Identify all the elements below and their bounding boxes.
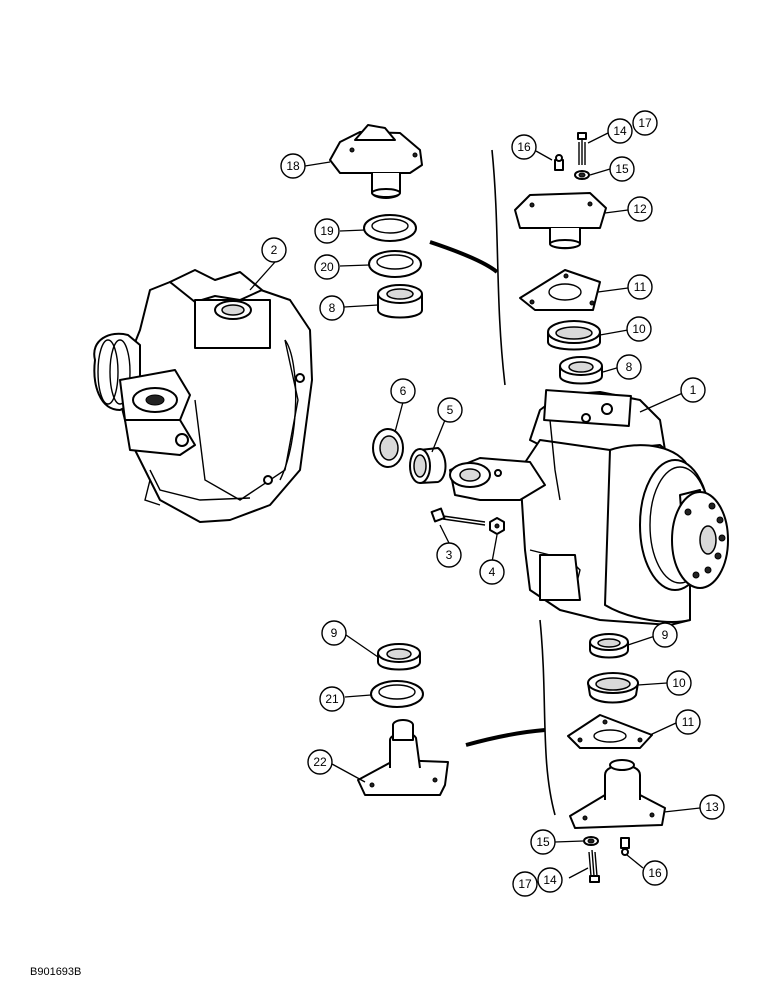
leader-lines: [249, 132, 701, 879]
nut-part-4: [489, 517, 505, 535]
svg-text:22: 22: [313, 755, 327, 769]
svg-text:2: 2: [271, 243, 278, 257]
callout-17-lower: 17: [512, 871, 538, 897]
callout-11-upper: 11: [627, 274, 653, 300]
svg-text:1: 1: [690, 383, 697, 397]
callout-16-upper: 16: [511, 134, 537, 160]
seal-part-10-upper: [547, 320, 601, 351]
callout-9-right: 9: [652, 622, 678, 648]
washer-part-15-lower: [583, 836, 599, 846]
callout-8-right: 8: [616, 354, 642, 380]
shim-part-20: [368, 250, 422, 278]
bolt-part-14-lower: [588, 849, 600, 883]
gasket-part-11-lower: [567, 714, 653, 749]
callout-3: 3: [436, 542, 462, 568]
spindle-knuckle-part: [449, 389, 729, 626]
svg-text:8: 8: [329, 301, 336, 315]
callout-11-lower: 11: [675, 709, 701, 735]
divider-line-lower: [539, 619, 556, 816]
pivot-cap-part-22: [357, 719, 449, 796]
pivot-cap-part-12: [514, 192, 607, 250]
callout-4: 4: [479, 559, 505, 585]
svg-text:3: 3: [446, 548, 453, 562]
callout-21: 21: [319, 686, 345, 712]
washer-part-15-upper: [574, 170, 590, 180]
bushing-part-5: [409, 447, 447, 484]
pivot-cap-part-13: [569, 759, 666, 829]
diagram-reference-code: B901693B: [30, 966, 81, 978]
callout-15-upper: 15: [609, 156, 635, 182]
bolt-part-14-upper: [577, 132, 587, 165]
svg-text:12: 12: [633, 202, 647, 216]
callout-16-lower: 16: [642, 860, 668, 886]
svg-text:16: 16: [648, 866, 662, 880]
svg-text:4: 4: [489, 565, 496, 579]
shim-part-21: [370, 680, 424, 708]
callout-9-left: 9: [321, 620, 347, 646]
callout-13: 13: [699, 794, 725, 820]
bearing-cone-part-9-right: [589, 633, 629, 659]
callout-20: 20: [314, 254, 340, 280]
bearing-cone-part-9-left: [377, 643, 421, 671]
svg-text:10: 10: [632, 322, 646, 336]
svg-text:14: 14: [613, 124, 627, 138]
svg-text:21: 21: [325, 692, 339, 706]
bearing-cone-part-8-upper-left: [377, 284, 423, 319]
callout-14-lower: 14: [537, 867, 563, 893]
svg-text:10: 10: [672, 676, 686, 690]
svg-text:11: 11: [634, 280, 647, 294]
pivot-cap-part-18: [329, 124, 423, 199]
callout-22: 22: [307, 749, 333, 775]
callout-10-lower: 10: [666, 670, 692, 696]
svg-text:15: 15: [536, 835, 550, 849]
callout-14-upper: 14: [607, 118, 633, 144]
callout-6: 6: [390, 378, 416, 404]
bolt-part-3: [430, 507, 486, 526]
svg-text:8: 8: [626, 360, 633, 374]
divider-line-upper: [491, 149, 506, 386]
callout-19: 19: [314, 218, 340, 244]
bearing-cone-part-8-right: [559, 356, 603, 385]
callout-1: 1: [680, 377, 706, 403]
callout-2: 2: [261, 237, 287, 263]
svg-text:20: 20: [320, 260, 334, 274]
svg-text:18: 18: [286, 159, 300, 173]
svg-text:17: 17: [518, 877, 532, 891]
callout-8-left: 8: [319, 295, 345, 321]
svg-text:17: 17: [638, 116, 652, 130]
svg-text:6: 6: [400, 384, 407, 398]
shim-part-19: [363, 214, 417, 242]
svg-text:11: 11: [682, 715, 695, 729]
grease-fitting-part-16-upper: [554, 154, 564, 171]
knuckle-housing-part: [93, 269, 313, 523]
callout-17-upper: 17: [632, 110, 658, 136]
gasket-part-11-upper: [519, 269, 601, 311]
callout-10-upper: 10: [626, 316, 652, 342]
svg-text:5: 5: [447, 403, 454, 417]
callout-12: 12: [627, 196, 653, 222]
seal-part-10-lower: [587, 672, 639, 704]
svg-text:16: 16: [517, 140, 531, 154]
seal-part-6: [372, 428, 404, 468]
svg-text:14: 14: [543, 873, 557, 887]
callout-5: 5: [437, 397, 463, 423]
callout-18: 18: [280, 153, 306, 179]
svg-text:9: 9: [662, 628, 669, 642]
svg-text:13: 13: [705, 800, 719, 814]
svg-text:15: 15: [615, 162, 629, 176]
assembly-link-upper: [429, 240, 499, 274]
grease-fitting-part-16-lower: [620, 837, 630, 856]
callout-15-lower: 15: [530, 829, 556, 855]
svg-text:9: 9: [331, 626, 338, 640]
svg-text:19: 19: [320, 224, 334, 238]
assembly-link-lower: [465, 728, 546, 747]
